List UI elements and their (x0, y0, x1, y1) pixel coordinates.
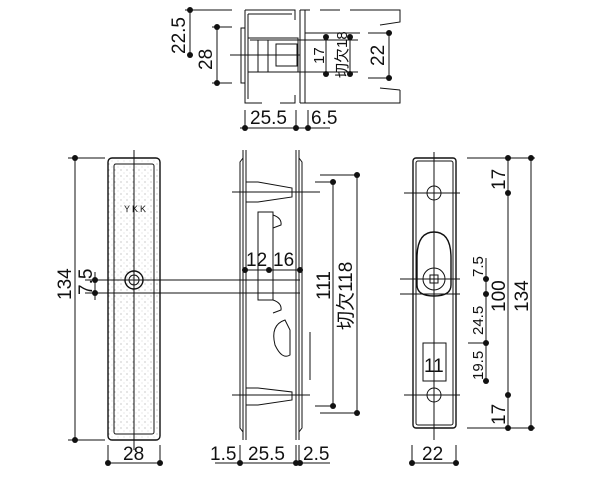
dim-17-top: 17 (489, 169, 510, 190)
dim-1-5: 1.5 (210, 444, 236, 465)
cutout-18: 切欠18 (334, 31, 351, 78)
dim-28: 28 (196, 49, 217, 70)
dim-6-5: 6.5 (311, 108, 337, 129)
side-view: 111 切欠118 12 16 1.5 25.5 2.5 (210, 150, 360, 466)
dim-100: 100 (489, 280, 510, 312)
dim-28: 28 (123, 444, 144, 465)
dim-16: 16 (273, 250, 294, 271)
dim-134: 134 (512, 280, 533, 312)
dim-12: 12 (246, 250, 267, 271)
dim-22-5: 22.5 (169, 17, 190, 54)
dim-111: 111 (314, 271, 335, 300)
dim-22: 22 (422, 444, 443, 465)
dim-22: 22 (368, 45, 389, 66)
dim-25-5: 25.5 (248, 444, 285, 465)
dim-19-5: 19.5 (470, 351, 487, 380)
dim-24-5: 24.5 (470, 306, 487, 335)
ykk-logo: YKK (124, 204, 148, 214)
dim-17: 17 (311, 47, 328, 64)
dim-17-bottom: 17 (489, 404, 510, 425)
dim-134: 134 (55, 268, 76, 300)
dim-25-5: 25.5 (250, 108, 287, 129)
cutout-118: 切欠118 (335, 262, 357, 330)
top-section-view: 22.5 28 17 切欠18 22 25.5 6.5 (169, 7, 401, 131)
dim-2-5: 2.5 (303, 444, 329, 465)
back-label-11: 11 (424, 356, 444, 377)
front-view: YKK 134 7.5 28 (55, 150, 300, 466)
back-view: 11 17 100 134 17 7.5 24.5 19.5 22 (400, 152, 535, 466)
dim-7-5: 7.5 (470, 256, 487, 277)
dim-7-5: 7.5 (76, 269, 97, 295)
